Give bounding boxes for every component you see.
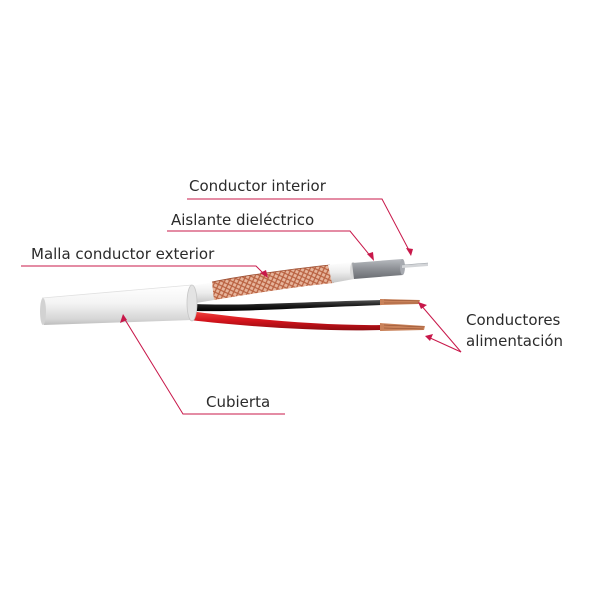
black-wire [195, 299, 420, 312]
label-aislante-dielectrico: Aislante dieléctrico [171, 211, 315, 229]
leader-aislante-dielectrico [167, 230, 373, 259]
label-conductor-interior: Conductor interior [189, 177, 326, 195]
cable-jacket [40, 284, 198, 325]
label-malla-conductor-exterior: Malla conductor exterior [31, 245, 215, 263]
label-cubierta: Cubierta [206, 393, 271, 411]
leader-lines [21, 198, 462, 415]
label-conductores-alimentacion-line2: alimentación [466, 332, 564, 350]
leader-conductores-red [427, 336, 462, 353]
red-wire [190, 311, 425, 331]
leader-arrowheads [120, 248, 433, 341]
leader-conductores-black [419, 303, 462, 353]
label-conductores-alimentacion-line1: Conductores [466, 311, 561, 329]
leader-conductor-interior [187, 198, 412, 255]
leader-cubierta [123, 317, 285, 415]
leader-malla-conductor-exterior [21, 265, 267, 277]
